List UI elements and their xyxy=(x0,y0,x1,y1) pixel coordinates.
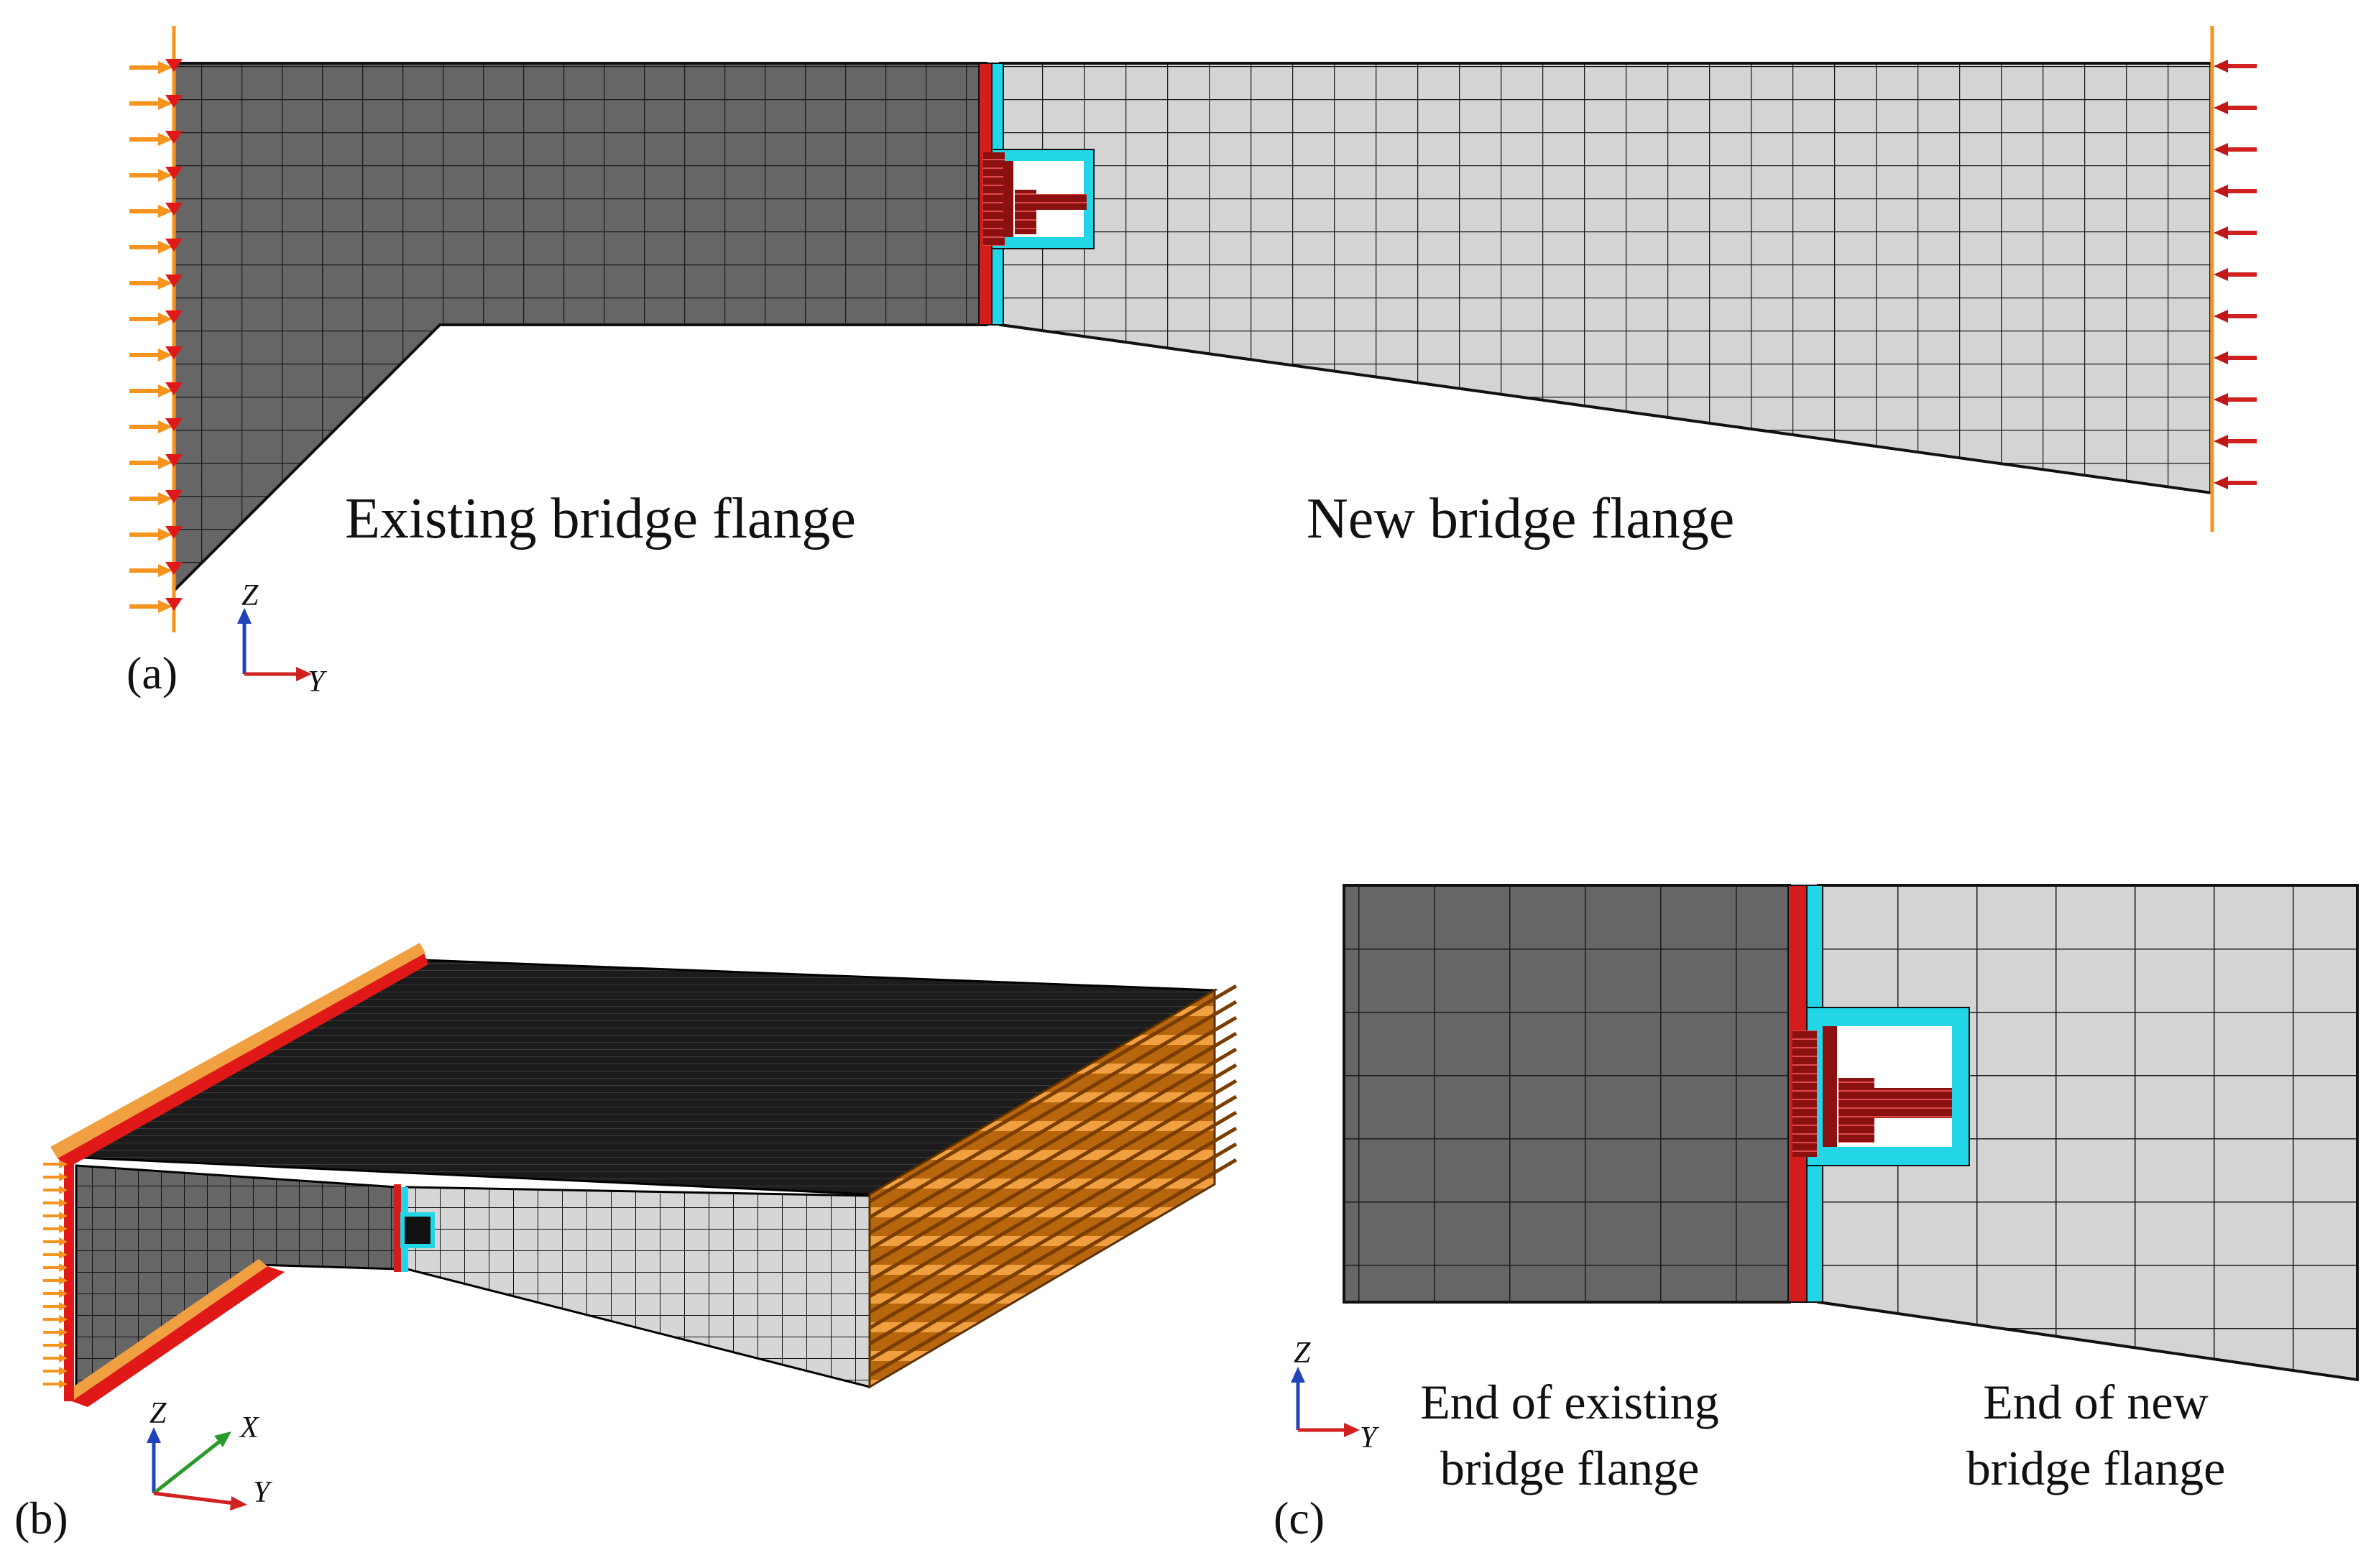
axis-label-x-b: X xyxy=(239,1411,260,1444)
panel-c: End of existing bridge flange End of new… xyxy=(1274,884,2359,1544)
deck-front-existing xyxy=(75,1164,398,1401)
axis-label-y: Y xyxy=(308,665,328,698)
axis-label-z-c: Z xyxy=(1294,1337,1311,1370)
right-load-arrows xyxy=(2210,26,2257,532)
deck-front-new xyxy=(405,1186,871,1388)
axis-label-z: Z xyxy=(241,579,259,612)
label-end-existing-line1: End of existing xyxy=(1420,1375,1719,1429)
axis-triad-b: Z X Y xyxy=(147,1397,273,1511)
label-end-new-line1: End of new xyxy=(1983,1375,2208,1429)
label-new-bridge-flange: New bridge flange xyxy=(1307,487,1734,550)
shear-key-connector-detail xyxy=(1792,1007,1970,1166)
right-face-loads xyxy=(868,988,1216,1389)
panel-letter-b: (b) xyxy=(14,1493,68,1544)
axis-triad-c: Z Y xyxy=(1291,1337,1380,1454)
label-end-existing-line2: bridge flange xyxy=(1440,1441,1700,1495)
axis-triad-a: Z Y xyxy=(237,579,328,698)
new-flange-mesh xyxy=(999,62,2214,495)
axis-label-y-c: Y xyxy=(1360,1421,1380,1454)
panel-b: (b) Z X Y xyxy=(14,943,1238,1544)
axis-label-z-b: Z xyxy=(149,1397,167,1430)
existing-flange-end-mesh xyxy=(1343,884,1791,1304)
panel-letter-c: (c) xyxy=(1274,1493,1325,1544)
left-load-arrows-b xyxy=(43,1158,74,1401)
left-boundary-supports xyxy=(129,26,183,632)
label-end-new-line2: bridge flange xyxy=(1966,1441,2226,1495)
shear-key-connector xyxy=(983,149,1095,249)
panel-letter-a: (a) xyxy=(126,647,178,698)
panel-a: Existing bridge flange New bridge flange… xyxy=(126,26,2257,698)
label-existing-bridge-flange: Existing bridge flange xyxy=(345,487,856,550)
axis-label-y-b: Y xyxy=(253,1476,273,1509)
